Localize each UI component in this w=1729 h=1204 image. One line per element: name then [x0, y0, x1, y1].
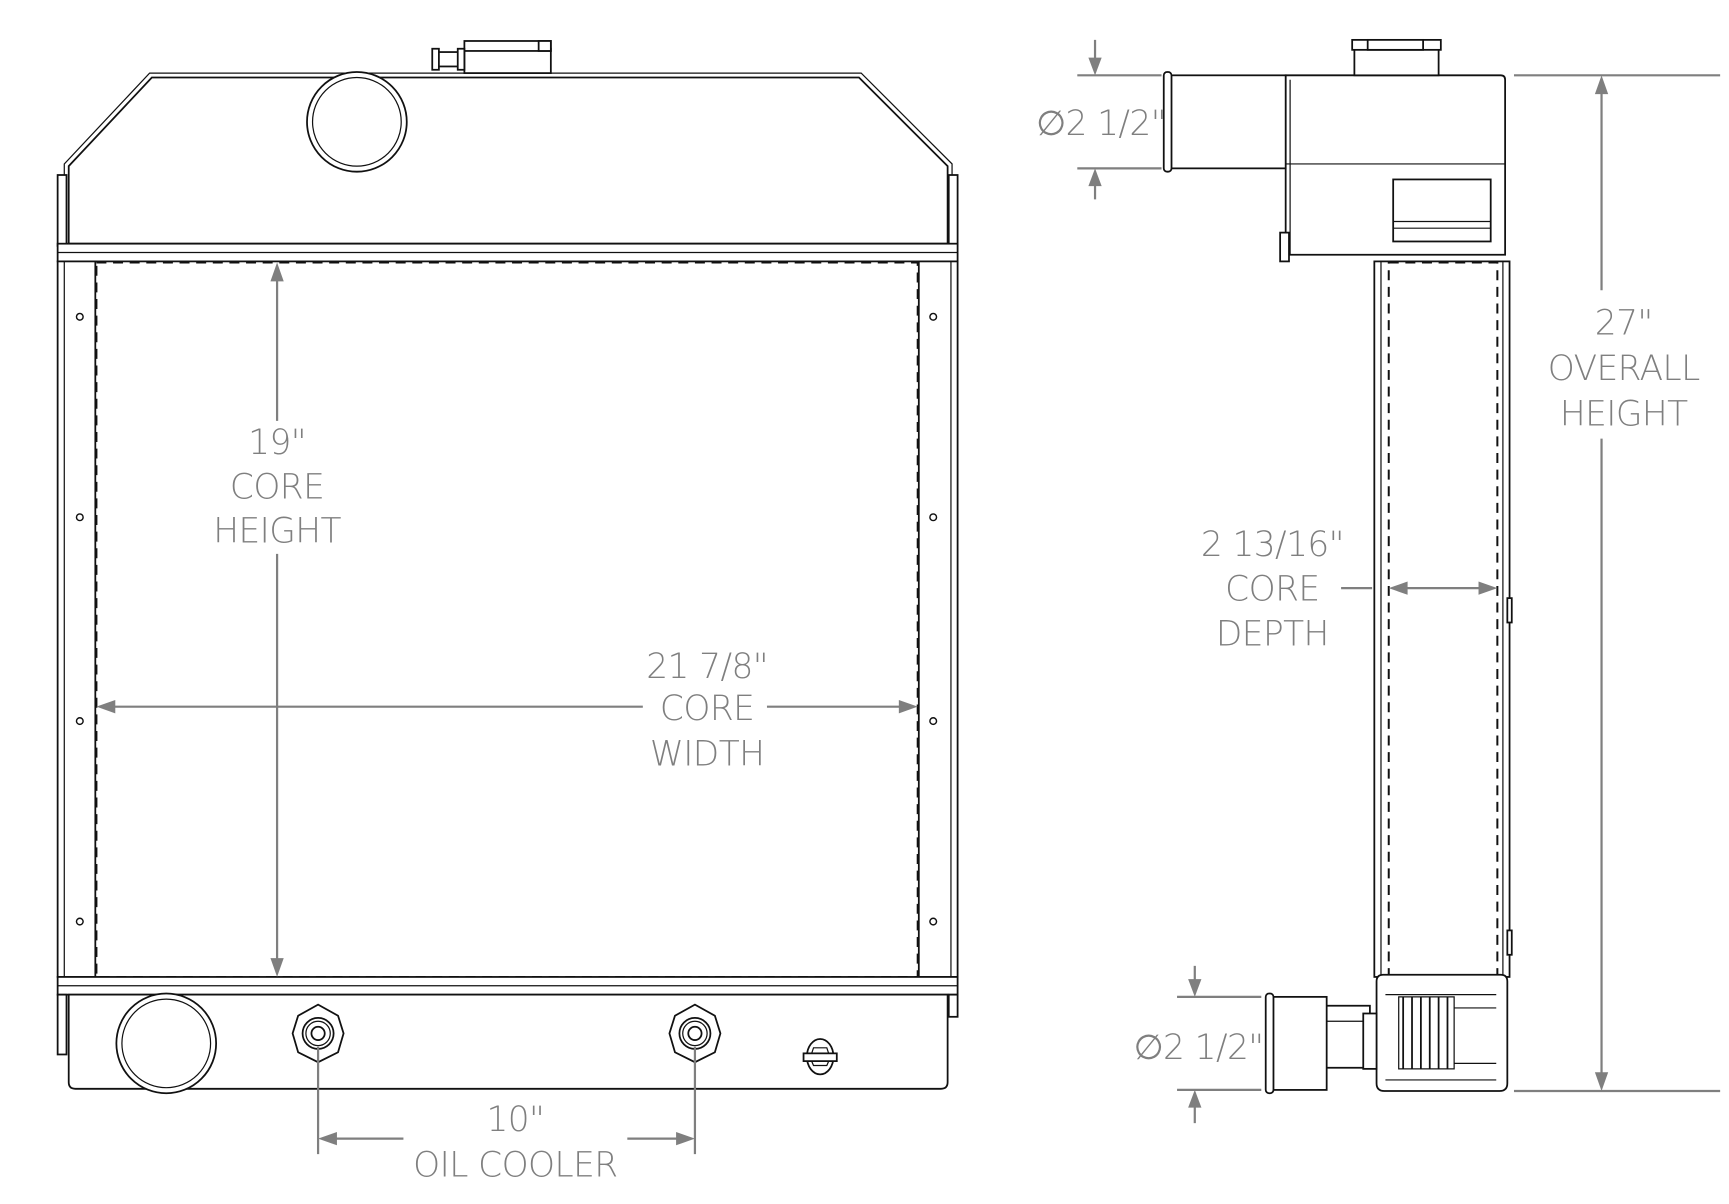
bottom-tank [56, 992, 959, 1095]
core-depth-label-core: CORE [1225, 569, 1319, 609]
filler-cap [431, 40, 552, 74]
mounting-hole [929, 513, 938, 522]
overall-height-label-height: HEIGHT [1560, 394, 1688, 434]
core-width-value: 21 7/8" [646, 647, 768, 687]
core-width-dimension: 21 7/8" CORE WIDTH [96, 647, 918, 774]
side-top-tank [1162, 38, 1507, 263]
side-view: ∅2 1/2" ∅2 1/2" 2 13/16" CORE DEPTH [1036, 38, 1721, 1124]
side-outlet-pipe [1264, 992, 1328, 1095]
side-inlet-pipe [1162, 71, 1287, 173]
overall-height-dimension: 27" OVERALL HEIGHT [1513, 74, 1721, 1093]
oil-cooler-dimension: 10" OIL COOLER [316, 1046, 697, 1185]
inlet-diameter-value: 2 1/2" [1065, 104, 1166, 144]
core-height-value: 19" [248, 423, 306, 463]
mounting-hole [75, 513, 84, 522]
mounting-hole [75, 917, 84, 926]
side-core-body [1373, 260, 1511, 978]
core-depth-dimension: 2 13/16" CORE DEPTH [1201, 525, 1498, 655]
core-width-label-width: WIDTH [650, 734, 765, 774]
oil-cooler-fitting-right [668, 1003, 722, 1064]
core-height-dimension: 19" CORE HEIGHT [213, 262, 342, 977]
core-width-label-core: CORE [660, 689, 754, 729]
mounting-hole [929, 312, 938, 321]
side-filler-cap [1351, 38, 1442, 77]
core-height-label-height: HEIGHT [213, 512, 341, 552]
left-side-channel [56, 260, 97, 978]
oil-cooler-value: 10" [486, 1100, 544, 1140]
mounting-hole [929, 917, 938, 926]
mounting-hole [929, 717, 938, 726]
oil-cooler-label: OIL COOLER [413, 1145, 617, 1185]
outlet-diameter-symbol: ∅ [1134, 1028, 1163, 1068]
bottom-outlet-pipe [115, 992, 218, 1095]
mounting-hole [75, 717, 84, 726]
drain-cock [802, 1038, 838, 1076]
svg-text:∅2 1/2": ∅2 1/2" [1134, 1028, 1264, 1068]
inlet-diameter-symbol: ∅ [1036, 104, 1065, 144]
right-side-channel [917, 260, 959, 978]
side-core-outline [1387, 261, 1499, 978]
front-view: 19" CORE HEIGHT 21 7/8" CORE WIDTH 10" O… [56, 40, 959, 1185]
core-depth-label-depth: DEPTH [1216, 615, 1329, 655]
core-height-label-core: CORE [230, 467, 324, 507]
top-tank [56, 40, 959, 247]
outlet-diameter-dimension: ∅2 1/2" [1134, 965, 1264, 1124]
oil-cooler-fins [1398, 996, 1497, 1070]
overall-height-label-overall: OVERALL [1548, 349, 1700, 389]
overall-height-value: 27" [1595, 304, 1653, 344]
side-bottom-tank [1264, 973, 1509, 1095]
svg-text:∅2 1/2": ∅2 1/2" [1036, 104, 1166, 144]
mounting-holes [75, 312, 938, 926]
inlet-diameter-dimension: ∅2 1/2" [1036, 39, 1167, 200]
top-inlet-pipe [306, 71, 408, 173]
core-outline [95, 261, 919, 978]
core-depth-value: 2 13/16" [1201, 525, 1344, 565]
outlet-diameter-value: 2 1/2" [1163, 1028, 1264, 1068]
mounting-hole [75, 312, 84, 321]
